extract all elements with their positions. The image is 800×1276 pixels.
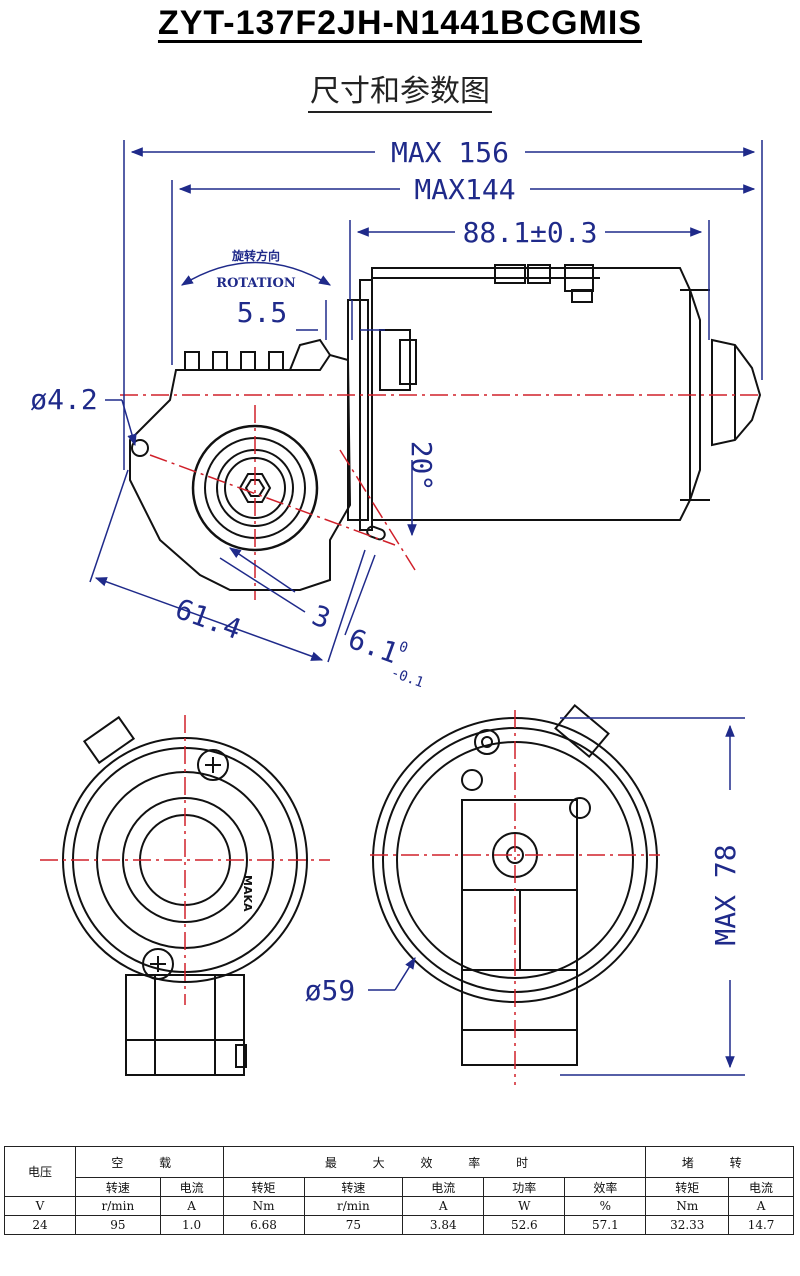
header-no-load: 空 载 [75,1146,224,1178]
center-lines-front [40,715,330,1005]
header-max-efficiency: 最 大 效 率 时 [222,1146,647,1178]
dim-angle-20: 20° [405,441,438,492]
dim-hole-4-2: ø4.2 [30,383,97,416]
value-cell: 1.0 [159,1215,224,1235]
subheader-cell: 电流 [728,1177,794,1197]
value-cell: 6.68 [222,1215,305,1235]
subheader-cell: 功率 [483,1177,566,1197]
gearbox-tab [212,351,228,371]
drawing-subtitle: 尺寸和参数图 [0,66,800,113]
value-cell: 14.7 [728,1215,794,1235]
table-units-row: V r/min A Nm r/min A W % Nm A [4,1196,794,1216]
subheader-cell: 电流 [159,1177,224,1197]
mount-hole-left [131,439,149,457]
header-stall: 堵 转 [645,1146,794,1178]
screw-bottom [142,948,174,980]
spec-table: 电压 空 载 最 大 效 率 时 堵 转 转速 电流 转矩 转速 电流 功率 效… [4,1146,794,1235]
unit-cell: V [4,1196,76,1216]
value-cell: 32.33 [645,1215,730,1235]
dim-max-78: MAX 78 [709,844,742,945]
unit-cell: W [483,1196,566,1216]
table-header-row: 电压 空 载 最 大 效 率 时 堵 转 [4,1146,794,1197]
front-base-block [125,974,245,1076]
dim-3: 3 [308,599,335,636]
subheader-cell: 转速 [75,1177,161,1197]
dimensions-rear [368,717,745,1076]
front-output-bore [139,814,231,906]
value-cell: 52.6 [483,1215,566,1235]
dim-61-4: 61.4 [171,592,246,646]
front-connector [82,715,136,765]
rear-view [372,703,658,1066]
rear-connector [554,703,610,759]
side-view [129,264,762,591]
technical-drawing: MAX 156 MAX144 88.1±0.3 旋转方向 ROTATION 5.… [30,136,763,1085]
screw-top [197,749,229,781]
value-cell: 3.84 [402,1215,485,1235]
table-subheader-row: 转速 电流 转矩 转速 电流 功率 效率 转矩 电流 [5,1177,794,1197]
unit-cell: A [728,1196,794,1216]
rotation-label-en: ROTATION [216,276,296,291]
value-cell: 95 [75,1215,161,1235]
dim-max-144: MAX144 [414,173,515,206]
output-gear-outer [191,424,319,552]
table-row: 24 95 1.0 6.68 75 3.84 52.6 57.1 32.33 1… [4,1215,794,1235]
subheader-cell: 效率 [564,1177,647,1197]
center-lines-top [120,394,760,600]
subheader-cell: 转矩 [645,1177,730,1197]
unit-cell: Nm [222,1196,305,1216]
subheader-cell: 电流 [402,1177,485,1197]
unit-cell: A [402,1196,485,1216]
rotation-label-cn: 旋转方向 [231,248,280,263]
dimensions-top [89,140,763,663]
unit-cell: r/min [303,1196,404,1216]
value-cell: 24 [4,1215,76,1235]
brand-mark: MAKA [241,875,254,912]
value-cell: 57.1 [564,1215,647,1235]
value-cell: 75 [303,1215,404,1235]
unit-cell: r/min [75,1196,161,1216]
rear-screw [474,729,500,755]
gearbox-tab [240,351,256,371]
dim-tolerance-lower: -0.1 [389,665,426,692]
dim-6-1: 6.1 [344,622,403,670]
header-voltage: 电压 [4,1146,76,1197]
unit-cell: Nm [645,1196,730,1216]
motor-flange [347,299,369,521]
drawing-title: ZYT-137F2JH-N1441BCGMIS [157,4,643,42]
unit-cell: A [159,1196,224,1216]
unit-cell: % [564,1196,647,1216]
connector [494,264,526,284]
gearbox-tab [184,351,200,371]
dim-88-1: 88.1±0.3 [463,216,598,249]
center-lines-rear [370,710,660,1085]
end-bearing [711,338,762,447]
dim-max-156: MAX 156 [391,136,509,169]
subheader-cell: 转速 [303,1177,404,1197]
dim-5-5: 5.5 [237,296,288,329]
gearbox-tab [268,351,284,371]
subheader-cell: 转矩 [222,1177,305,1197]
dim-diameter-59: ø59 [305,974,356,1007]
